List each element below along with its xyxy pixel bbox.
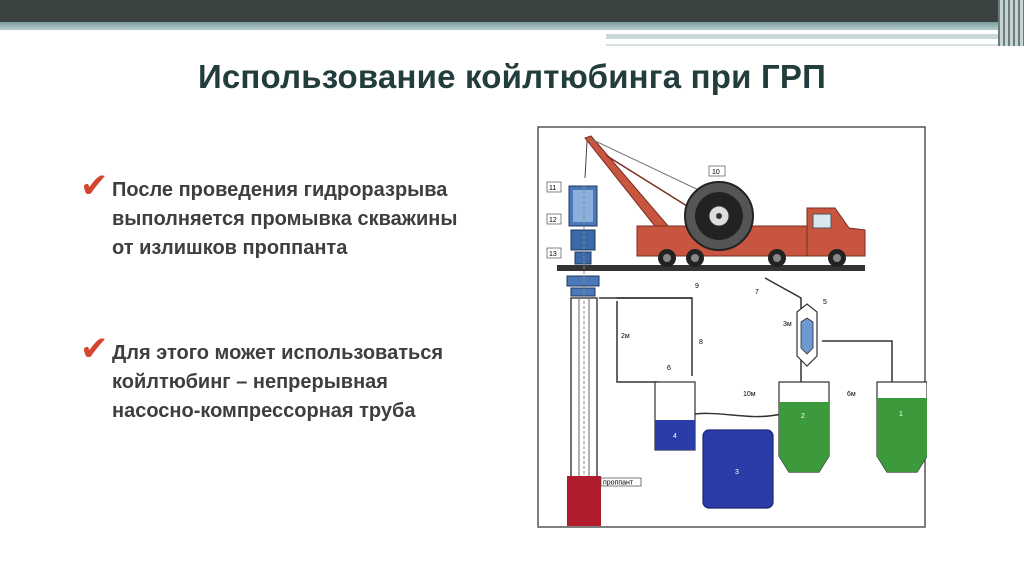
number-labels: 11 12 13 10 9 7 5 8 6 4 3 2 1 10м 6м 2м … <box>546 165 903 476</box>
top-bar-shadow <box>0 22 1000 30</box>
corner-stripes <box>998 0 1024 46</box>
checkmark-icon: ✔ <box>80 329 109 369</box>
slide-title: Использование койлтюбинга при ГРП <box>197 58 827 95</box>
bullet-line: После проведения гидроразрыва <box>112 179 448 201</box>
coiled-tubing-diagram: проппант <box>537 126 927 528</box>
separator <box>796 303 818 367</box>
tubing-reel <box>684 181 754 251</box>
label-11: 11 <box>549 185 556 192</box>
bullet-line: выполняется промывка скважины <box>112 208 458 230</box>
tank-4 <box>654 381 696 451</box>
proppant-zone <box>567 476 601 526</box>
dim-2m: 2м <box>621 333 630 340</box>
dim-10m: 10м <box>743 391 756 398</box>
bullet-text: После проведения гидроразрыва выполняетс… <box>112 176 492 263</box>
label-2: 2 <box>801 413 805 420</box>
accent-line-thin <box>606 44 1000 46</box>
label-12: 12 <box>549 217 557 224</box>
bullet-line: койлтюбинг – непрерывная <box>112 371 388 393</box>
truck <box>636 207 866 267</box>
injector-stack <box>566 185 600 297</box>
label-1: 1 <box>899 411 903 418</box>
label-8: 8 <box>699 339 703 346</box>
platform <box>557 265 865 271</box>
dim-6m: 6м <box>847 391 856 398</box>
bullet-line: от излишков проппанта <box>112 237 348 259</box>
bullet-line: насосно-компрессорная труба <box>112 400 416 422</box>
label-6: 6 <box>667 365 671 372</box>
top-bar <box>0 0 1024 22</box>
label-10: 10 <box>712 169 720 176</box>
label-4: 4 <box>673 433 677 440</box>
dim-3m: 3м <box>783 321 792 328</box>
proppant-label-box <box>600 477 642 487</box>
proppant-label: проппант <box>603 480 634 487</box>
tank-2 <box>778 381 830 473</box>
label-7: 7 <box>755 289 759 296</box>
tank-1 <box>876 381 927 473</box>
label-9: 9 <box>695 283 699 290</box>
accent-line <box>606 34 1000 39</box>
label-5: 5 <box>823 299 827 306</box>
tank-3 <box>702 429 774 509</box>
checkmark-icon: ✔ <box>80 166 109 206</box>
label-13: 13 <box>549 251 557 258</box>
bullet-text: Для этого может использоваться койлтюбин… <box>112 339 492 426</box>
label-3: 3 <box>735 469 739 476</box>
bullet-line: Для этого может использоваться <box>112 342 444 364</box>
